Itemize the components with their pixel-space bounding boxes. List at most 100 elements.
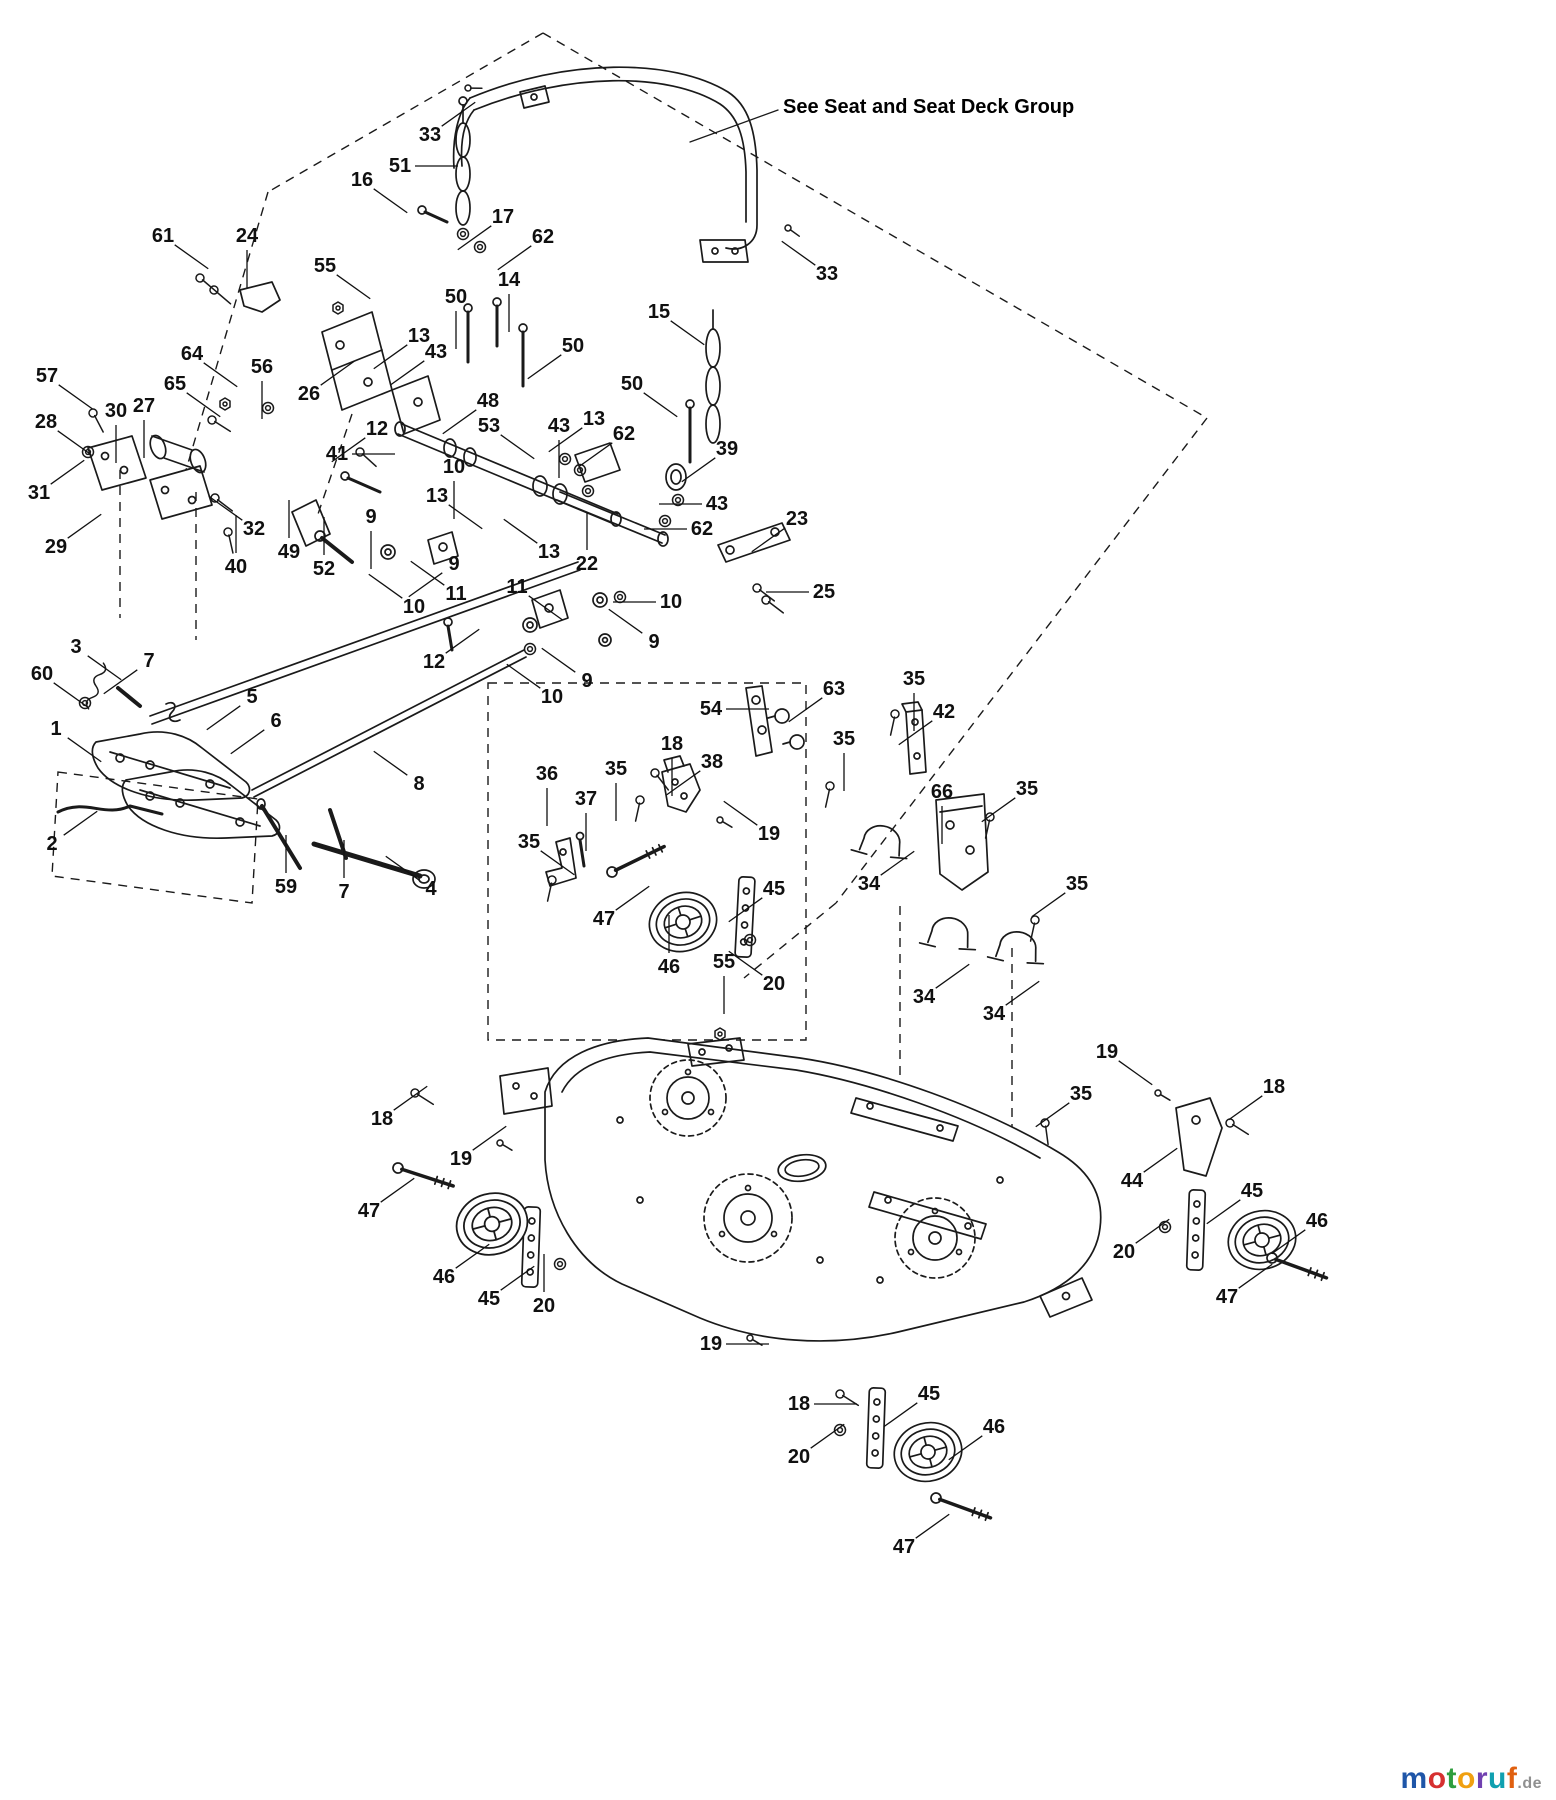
part-callout-35: 35 [1069, 1083, 1093, 1105]
part-callout-52: 52 [312, 558, 336, 580]
seat-frame-hoop [452, 66, 758, 263]
part-callout-13: 13 [407, 325, 431, 347]
part-callout-3: 3 [70, 636, 82, 658]
part-callout-10: 10 [659, 591, 683, 613]
part-callout-30: 30 [104, 400, 128, 422]
part-callout-28: 28 [34, 411, 58, 433]
part-callout-60: 60 [30, 663, 54, 685]
lift-shaft-assembly [239, 281, 791, 652]
part-callout-50: 50 [444, 286, 468, 308]
note-leader-line [689, 109, 779, 143]
part-callout-2: 2 [46, 833, 58, 855]
part-callout-65: 65 [163, 373, 187, 395]
part-callout-38: 38 [700, 751, 724, 773]
lift-chains-and-pins [417, 96, 721, 464]
part-callout-1: 1 [50, 718, 62, 740]
part-callout-20: 20 [1112, 1241, 1136, 1263]
part-callout-64: 64 [180, 343, 204, 365]
part-callout-49: 49 [277, 541, 301, 563]
part-callout-23: 23 [785, 508, 809, 530]
part-callout-13: 13 [425, 485, 449, 507]
part-callout-19: 19 [1095, 1041, 1119, 1063]
part-callout-47: 47 [1215, 1286, 1239, 1308]
watermark-letter: r [1475, 1762, 1489, 1795]
callout-leader-lines [50, 101, 1306, 1539]
part-callout-7: 7 [143, 650, 155, 672]
lift-rods-and-front-brackets [56, 561, 581, 889]
part-callout-32: 32 [242, 518, 266, 540]
part-callout-66: 66 [930, 781, 954, 803]
part-callout-45: 45 [762, 878, 786, 900]
part-callout-34: 34 [857, 873, 881, 895]
part-callout-35: 35 [1065, 873, 1089, 895]
part-callout-12: 12 [422, 651, 446, 673]
part-callout-54: 54 [699, 698, 723, 720]
part-callout-47: 47 [892, 1536, 916, 1558]
part-callout-18: 18 [660, 733, 684, 755]
part-callout-50: 50 [561, 335, 585, 357]
part-callout-24: 24 [235, 225, 259, 247]
part-callout-33: 33 [815, 263, 839, 285]
part-callout-18: 18 [787, 1393, 811, 1415]
part-callout-20: 20 [787, 1446, 811, 1468]
part-callout-43: 43 [424, 341, 448, 363]
part-callout-48: 48 [476, 390, 500, 412]
part-callout-18: 18 [370, 1108, 394, 1130]
watermark-letter: f [1506, 1762, 1518, 1795]
part-callout-43: 43 [705, 493, 729, 515]
part-callout-13: 13 [537, 541, 561, 563]
mower-deck [499, 1037, 1102, 1342]
watermark-letter: u [1488, 1762, 1507, 1795]
part-callout-63: 63 [822, 678, 846, 700]
part-callout-47: 47 [592, 908, 616, 930]
left-pivot-assembly [87, 434, 213, 520]
part-callout-59: 59 [274, 876, 298, 898]
dashed-guide-lines [51, 32, 1208, 1140]
part-callout-19: 19 [449, 1148, 473, 1170]
part-callout-25: 25 [812, 581, 836, 603]
part-callout-35: 35 [832, 728, 856, 750]
part-callout-39: 39 [715, 438, 739, 460]
part-callout-9: 9 [448, 553, 460, 575]
part-callout-35: 35 [902, 668, 926, 690]
watermark-logo: motoruf.de [1401, 1764, 1542, 1794]
part-callout-46: 46 [982, 1416, 1006, 1438]
part-callout-47: 47 [357, 1200, 381, 1222]
part-callout-27: 27 [132, 395, 156, 417]
part-callout-13: 13 [582, 408, 606, 430]
part-callout-29: 29 [44, 536, 68, 558]
part-callout-22: 22 [575, 553, 599, 575]
part-callout-42: 42 [932, 701, 956, 723]
deck-hanger-brackets [520, 685, 1223, 1470]
part-callout-10: 10 [402, 596, 426, 618]
part-callout-35: 35 [604, 758, 628, 780]
part-callout-57: 57 [35, 365, 59, 387]
watermark-letter: o [1457, 1762, 1476, 1795]
part-callout-26: 26 [297, 383, 321, 405]
part-callout-10: 10 [442, 456, 466, 478]
part-callout-16: 16 [350, 169, 374, 191]
part-callout-45: 45 [1240, 1180, 1264, 1202]
part-callout-10: 10 [540, 686, 564, 708]
part-callout-18: 18 [1262, 1076, 1286, 1098]
part-callout-9: 9 [365, 506, 377, 528]
part-callout-46: 46 [657, 956, 681, 978]
part-callout-61: 61 [151, 225, 175, 247]
part-callout-9: 9 [581, 670, 593, 692]
part-callout-15: 15 [647, 301, 671, 323]
part-callout-62: 62 [612, 423, 636, 445]
part-callout-46: 46 [432, 1266, 456, 1288]
part-callout-62: 62 [531, 226, 555, 248]
part-callout-56: 56 [250, 356, 274, 378]
part-callout-17: 17 [491, 206, 515, 228]
part-callout-45: 45 [477, 1288, 501, 1310]
part-callout-19: 19 [757, 823, 781, 845]
part-callout-34: 34 [982, 1003, 1006, 1025]
part-callout-11: 11 [445, 583, 467, 605]
part-callout-20: 20 [762, 973, 786, 995]
part-callout-6: 6 [270, 710, 282, 732]
part-callout-20: 20 [532, 1295, 556, 1317]
part-callout-53: 53 [477, 415, 501, 437]
part-callout-19: 19 [699, 1333, 723, 1355]
